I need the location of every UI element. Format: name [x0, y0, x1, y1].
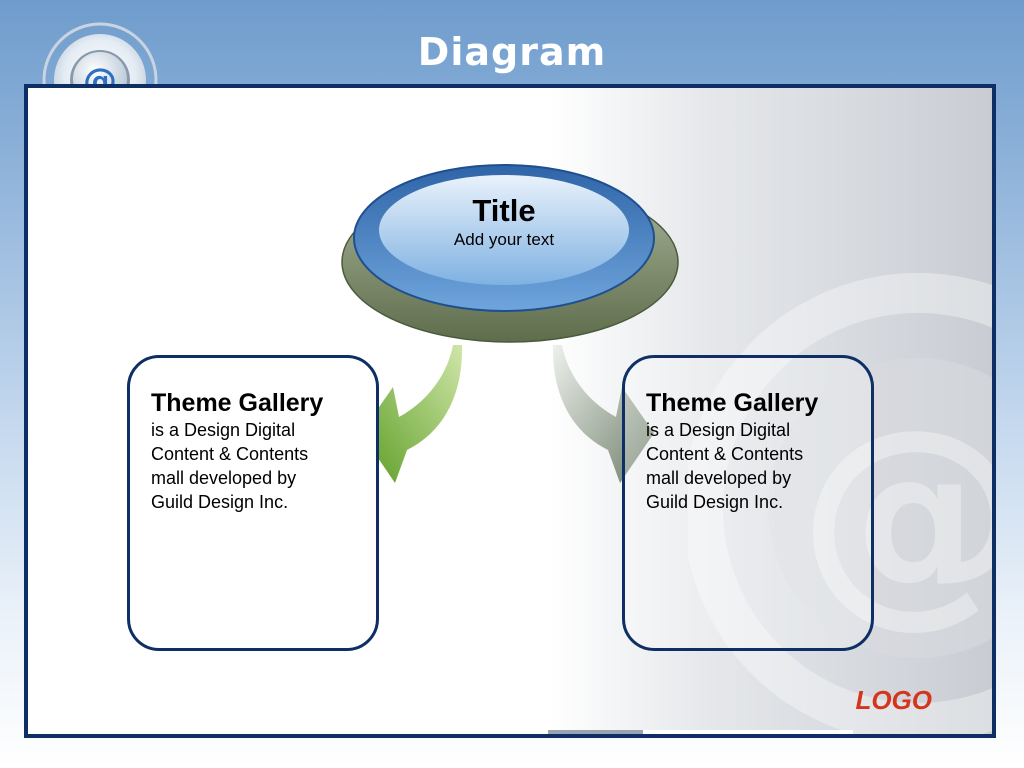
logo-text: LOGO [855, 685, 932, 715]
footer-line [548, 730, 643, 734]
card-text-line: mall developed by [151, 468, 297, 488]
footer-line-highlight [643, 730, 853, 734]
center-subtitle: Add your text [453, 230, 555, 249]
card-text-line: is a Design Digital [151, 420, 296, 440]
center-title: Title [472, 193, 536, 228]
card-heading: Theme Gallery [646, 389, 819, 417]
card-text-line: mall developed by [646, 468, 792, 488]
right-arrow-icon [552, 345, 654, 483]
slide-title: Diagram [417, 30, 607, 74]
card-text-line: Guild Design Inc. [646, 492, 784, 512]
title-disc-label: Title Add your text [380, 193, 628, 251]
card-heading: Theme Gallery [151, 389, 324, 417]
card-text-line: is a Design Digital [646, 420, 791, 440]
title-disc [341, 164, 679, 343]
left-arrow-icon [361, 345, 463, 483]
card-text-line: Guild Design Inc. [151, 492, 289, 512]
card-text-line: Content & Contents [151, 444, 309, 464]
svg-text:@: @ [798, 381, 996, 648]
at-watermark-icon: @ [688, 273, 996, 734]
theme-gallery-card-right: Theme Gallery is a Design Digital Conten… [622, 355, 874, 651]
theme-gallery-card-left: Theme Gallery is a Design Digital Conten… [127, 355, 379, 651]
card-text-line: Content & Contents [646, 444, 804, 464]
